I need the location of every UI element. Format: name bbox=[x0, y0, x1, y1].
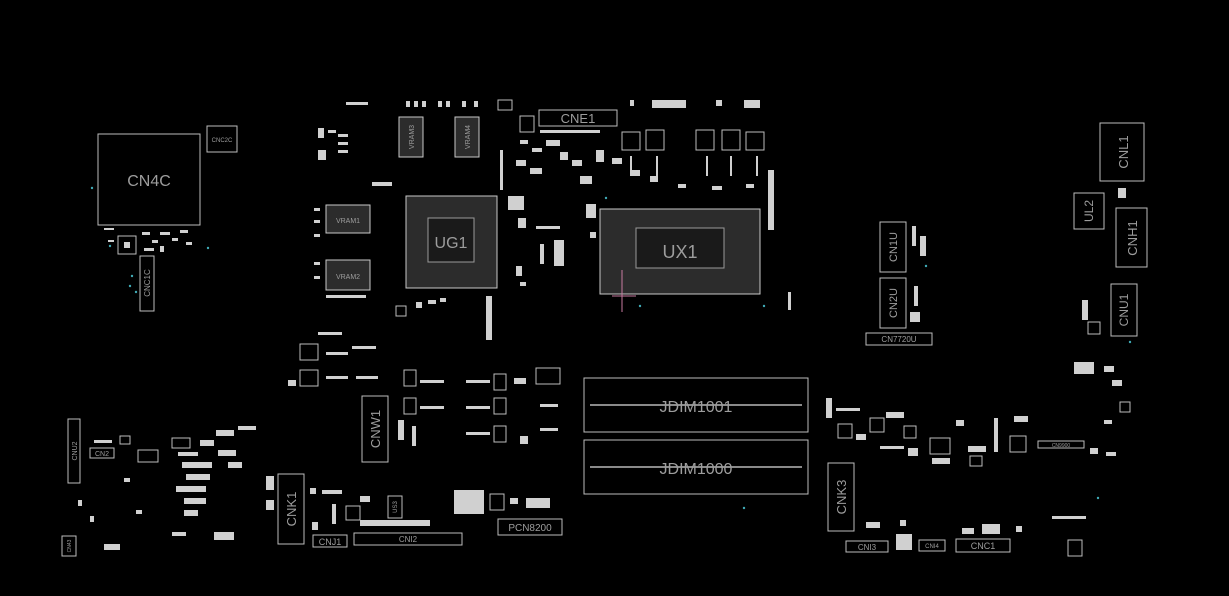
jdim1001-component[interactable]: JDIM1001 bbox=[583, 377, 809, 433]
cnh1-label: CNH1 bbox=[1125, 220, 1140, 255]
jdim1001-label: JDIM1001 bbox=[660, 399, 733, 416]
gpu-support-parts bbox=[314, 99, 564, 340]
cnl1-component[interactable]: CNL1 bbox=[1099, 122, 1145, 182]
cnu1-component[interactable]: CNU1 bbox=[1110, 283, 1138, 337]
cne1-component[interactable]: CNE1 bbox=[538, 109, 618, 127]
cnc1-label: CNC1 bbox=[971, 541, 996, 551]
jdim1000-label: JDIM1000 bbox=[660, 461, 733, 478]
cn4c-label: CN4C bbox=[127, 173, 171, 190]
cn2u-label: CN2U bbox=[888, 288, 900, 318]
ug1-component[interactable]: UG1 bbox=[405, 195, 498, 289]
vram3-label: VRAM3 bbox=[409, 125, 416, 149]
cn7720u-label: CN7720U bbox=[881, 335, 916, 344]
cnu1-label: CNU1 bbox=[1117, 293, 1131, 326]
ux1-label: UX1 bbox=[662, 242, 697, 262]
cnk3-label: CNK3 bbox=[834, 480, 849, 515]
cni3-label: CNI3 bbox=[858, 543, 877, 552]
power-section-parts bbox=[288, 332, 561, 446]
pcn8200-label: PCN8200 bbox=[508, 523, 552, 534]
ul2-label: UL2 bbox=[1082, 200, 1096, 222]
cne1-label: CNE1 bbox=[561, 111, 596, 126]
vram1-label: VRAM1 bbox=[336, 218, 360, 225]
cnp-label: CN9900 bbox=[1052, 443, 1071, 449]
cnj1-component[interactable]: CNJ1 bbox=[312, 534, 348, 548]
cnc2c-component[interactable]: CNC2C bbox=[206, 125, 238, 153]
cnj1-label: CNJ1 bbox=[319, 537, 342, 547]
cnk1-label: CNK1 bbox=[284, 492, 299, 527]
cnc1-component[interactable]: CNC1 bbox=[955, 538, 1011, 553]
cni2-component[interactable]: CNI2 bbox=[353, 532, 463, 546]
cn1u-label: CN1U bbox=[888, 232, 900, 262]
cnc2c-label: CNC2C bbox=[212, 138, 233, 144]
ug1-label: UG1 bbox=[435, 235, 468, 252]
cn2-component[interactable]: CN2 bbox=[89, 447, 115, 459]
vram2-label: VRAM2 bbox=[336, 274, 360, 281]
cne1-support-parts bbox=[516, 115, 754, 190]
bottom-right-support-parts bbox=[742, 398, 1028, 550]
cnk1-component[interactable]: CNK1 bbox=[277, 473, 305, 545]
cn7720u-component[interactable]: CN7720U bbox=[865, 332, 933, 346]
ux1-support-parts bbox=[586, 100, 791, 310]
left-bottom-support-parts bbox=[78, 426, 256, 550]
cn4c-component[interactable]: CN4C bbox=[97, 133, 201, 226]
vram4-label: VRAM4 bbox=[465, 125, 472, 149]
cn1u-support-parts bbox=[910, 226, 928, 322]
cnk3-component[interactable]: CNK3 bbox=[827, 462, 855, 532]
cn43-component[interactable]: CN43 bbox=[61, 535, 77, 557]
jdim1000-component[interactable]: JDIM1000 bbox=[583, 439, 809, 495]
cni3-component[interactable]: CNI3 bbox=[845, 540, 889, 553]
cn2-label: CN2 bbox=[95, 451, 109, 458]
cnc1c-component[interactable]: CNC1C bbox=[139, 255, 155, 312]
us3-label: US3 bbox=[393, 501, 399, 513]
cn1u-component[interactable]: CN1U bbox=[879, 221, 907, 273]
cnp-component[interactable]: CN9900 bbox=[1037, 440, 1085, 449]
cni4-label: CNI4 bbox=[925, 544, 939, 550]
ul2-component[interactable]: UL2 bbox=[1073, 192, 1105, 230]
cnl1-label: CNL1 bbox=[1116, 135, 1131, 168]
vram4-component[interactable]: VRAM4 bbox=[454, 116, 480, 158]
cni4-component[interactable]: CNI4 bbox=[918, 539, 946, 552]
cnu2-component[interactable]: CNU2 bbox=[67, 418, 81, 484]
cn43-label: CN43 bbox=[67, 539, 73, 552]
cn4c-support-parts bbox=[90, 186, 210, 294]
far-right-support-parts bbox=[1052, 188, 1132, 557]
cnh1-component[interactable]: CNH1 bbox=[1115, 207, 1148, 268]
cni2-label: CNI2 bbox=[399, 535, 418, 544]
vram2-component[interactable]: VRAM2 bbox=[325, 259, 371, 291]
vram3-component[interactable]: VRAM3 bbox=[398, 116, 424, 158]
us3-component[interactable]: US3 bbox=[387, 495, 403, 519]
cn2u-component[interactable]: CN2U bbox=[879, 277, 907, 329]
cnu2-label: CNU2 bbox=[72, 441, 79, 460]
cnc1c-label: CNC1C bbox=[143, 269, 152, 297]
ux1-component[interactable]: UX1 bbox=[599, 208, 761, 312]
cnw1-label: CNW1 bbox=[368, 410, 383, 448]
pcn8200-component[interactable]: PCN8200 bbox=[497, 518, 563, 536]
bottom-middle-support-parts bbox=[266, 476, 550, 530]
cnw1-component[interactable]: CNW1 bbox=[361, 395, 389, 463]
vram1-component[interactable]: VRAM1 bbox=[325, 204, 371, 234]
